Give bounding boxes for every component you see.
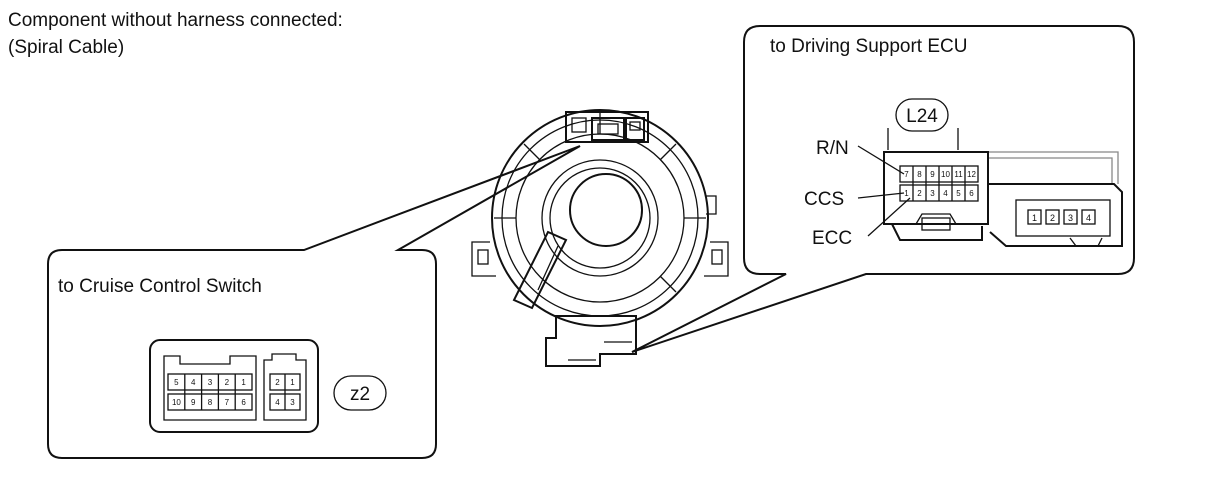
- connector-id-z2: z2: [350, 384, 370, 405]
- connector-id-l24: L24: [906, 106, 938, 127]
- cruise-control-callout: to Cruise Control Switch 5 4 3 2 1 10 9 …: [47, 145, 581, 459]
- pin-label: 2: [1050, 213, 1055, 223]
- pin-label: 7: [225, 398, 230, 407]
- ecu-callout-title: to Driving Support ECU: [770, 36, 967, 57]
- wire-label-rn: R/N: [816, 138, 849, 159]
- pin-label: 10: [172, 398, 181, 407]
- pin-label: 3: [290, 398, 295, 407]
- connector-id-badge: [333, 375, 387, 411]
- pin-label: 4: [275, 398, 280, 407]
- pin-label: 4: [943, 189, 948, 198]
- wire-label-ccs: CCS: [804, 189, 844, 210]
- pin-label: 1: [241, 378, 246, 387]
- pin-label: 11: [954, 170, 963, 179]
- spiral-cable-illustration: [471, 109, 729, 367]
- pin-label: 1: [904, 189, 909, 198]
- pin-label: 2: [225, 378, 230, 387]
- pin-label: 10: [941, 170, 950, 179]
- pin-label: 6: [969, 189, 974, 198]
- component-name: (Spiral Cable): [8, 37, 125, 58]
- cruise-main-pin-grid: 5 4 3 2 1 10 9 8 7 6: [167, 373, 253, 411]
- ecu-callout: to Driving Support ECU L24 7 8 9 10: [631, 25, 1135, 353]
- connector-id-badge: [895, 98, 949, 132]
- pin-label: 1: [290, 378, 295, 387]
- pin-label: 8: [208, 398, 213, 407]
- ecu-side-pin-grid: 1 2 3 4: [1027, 209, 1096, 225]
- pin-label: 5: [174, 378, 179, 387]
- wire-label-ecc: ECC: [812, 228, 852, 249]
- cruise-small-pin-grid: 2 1 4 3: [269, 373, 301, 411]
- pin-label: 3: [1068, 213, 1073, 223]
- pin-label: 7: [904, 170, 909, 179]
- pin-label: 3: [208, 378, 213, 387]
- pin-label: 1: [1032, 213, 1037, 223]
- pin-label: 6: [241, 398, 246, 407]
- cruise-callout-title: to Cruise Control Switch: [58, 276, 262, 297]
- pin-label: 2: [917, 189, 922, 198]
- pin-label: 12: [967, 170, 976, 179]
- pin-label: 9: [930, 170, 935, 179]
- pin-label: 8: [917, 170, 922, 179]
- pin-label: 9: [191, 398, 196, 407]
- pin-label: 3: [930, 189, 935, 198]
- ecu-main-pin-grid: 7 8 9 10 11 12 1 2 3 4 5 6: [899, 165, 979, 202]
- diagram-heading: Component without harness connected:: [8, 10, 343, 31]
- pin-label: 5: [956, 189, 961, 198]
- pin-label: 2: [275, 378, 280, 387]
- pin-label: 4: [191, 378, 196, 387]
- pin-label: 4: [1086, 213, 1091, 223]
